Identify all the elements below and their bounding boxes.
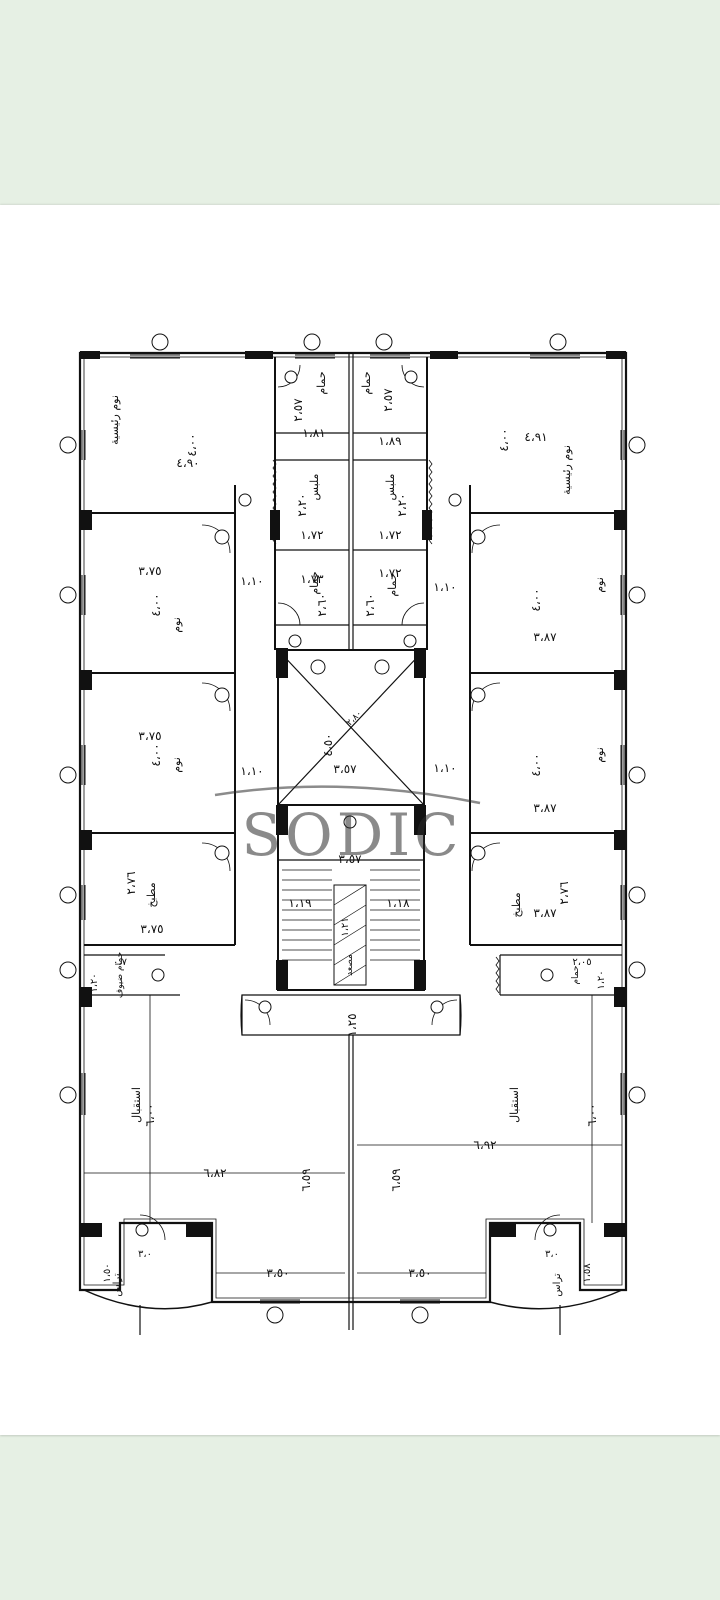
dim-label: ١،١٠ [433, 761, 456, 775]
dim-label: ١،٧٣ [300, 572, 324, 586]
watermark-swoosh [214, 785, 481, 805]
dim-label: ٦،٠٠ [143, 1103, 157, 1126]
dim-label: ٢،٦٠ [315, 593, 329, 616]
dim-label: ١،٧٢ [378, 566, 401, 580]
dim-label: ٢،٦٠ [363, 593, 377, 616]
dim-label: ١،١٨ [386, 896, 410, 910]
room-elevator: مصعد [345, 954, 355, 976]
dim-label: ٤،٩٠ [176, 456, 199, 470]
dim-label: ٤،٠٠ [185, 433, 199, 456]
dim-label: ٦،٥٩ [389, 1168, 403, 1191]
room-guest-bath-left: حمام ضيوف [115, 952, 125, 998]
dim-label: ٢،٢٠ [295, 493, 309, 516]
dim-label: ١،١٩ [288, 896, 311, 910]
floor-plan-drawing: نوم رئيسية نوم رئيسية حمام حمام ملبس ملب… [59, 333, 646, 1335]
dim-label: ٢،٨٠ [345, 709, 364, 728]
room-bath-top-right: حمام [360, 371, 373, 394]
dim-label: ٠،٧ [113, 957, 128, 968]
dim-label: ١،١٠ [240, 764, 263, 778]
room-kitchen-right: مطبخ [510, 892, 523, 917]
floor-plan-sheet: نوم رئيسية نوم رئيسية حمام حمام ملبس ملب… [0, 205, 720, 1435]
dim-label: ٢،٥٧ [291, 398, 305, 422]
dim-label: ٦،٨٢ [203, 1166, 226, 1180]
room-bath-mid-left: حمام [308, 571, 321, 594]
dim-label: ١،٥٨ [582, 1263, 593, 1283]
dim-label: ٣،٨٧ [533, 906, 557, 920]
room-dress-right: ملبس [384, 473, 397, 500]
dim-label: ٢،٧٦ [557, 881, 571, 904]
room-bed3-right: نوم [593, 747, 606, 763]
dim-label: ١،٢١ [340, 917, 351, 936]
room-bed2-left: نوم [170, 617, 183, 633]
dim-label: ٤،٠٠ [497, 428, 511, 451]
room-bed2-right: نوم [593, 577, 606, 593]
room-reception-right: استقبال [508, 1087, 521, 1123]
room-bed3-left: نوم [170, 757, 183, 773]
dim-label: ٣،٨٧ [533, 801, 557, 815]
dim-label: ١،٢٥ [345, 1013, 359, 1036]
dim-label: ١،١٠ [240, 574, 263, 588]
dim-label: ٣،٧٥ [138, 729, 161, 743]
room-terrace-left: تراس [112, 1273, 123, 1297]
dim-label: ٣،٠ [545, 1249, 559, 1260]
room-bath-top-left: حمام [315, 371, 328, 394]
dim-label: ٣،٥٧ [338, 852, 362, 866]
dim-label: ٣،٥٠ [266, 1266, 289, 1280]
room-guest-bath-right: حمام [571, 965, 581, 984]
room-terrace-right: تراس [552, 1273, 563, 1297]
dim-label: ١،٨٩ [378, 434, 401, 448]
room-kitchen-left: مطبخ [145, 882, 158, 907]
dim-label: ٦،٩٢ [473, 1138, 496, 1152]
watermark-brand: SODIC [241, 801, 462, 869]
dim-label: ٤،٠٠ [529, 588, 543, 611]
dim-label: ٣،٥٧ [333, 762, 357, 776]
dim-label: ١،٨١ [302, 426, 325, 440]
dim-label: ٢،٧٦ [124, 871, 138, 894]
room-reception-left: استقبال [130, 1087, 143, 1123]
dim-label: ١،٢٠ [89, 973, 100, 992]
room-master-bed-left: نوم رئيسية [108, 395, 121, 445]
dim-label: ٣،٥٠ [408, 1266, 431, 1280]
dim-label: ٢،٠٥ [572, 957, 591, 968]
dim-label: ٦،٥٩ [299, 1168, 313, 1191]
dim-label: ٢،٥٧ [381, 388, 395, 412]
dim-label: ٤،٠٠ [529, 753, 543, 776]
dim-label: ٣،٧٥ [138, 564, 161, 578]
room-dress-left: ملبس [308, 473, 321, 500]
dim-label: ٣،٠ [138, 1249, 152, 1260]
dim-label: ٤،٥٠ [321, 733, 335, 756]
dim-label: ٤،٠٠ [149, 743, 163, 766]
dim-label: ١،٧٢ [378, 528, 401, 542]
dim-label: ٣،٧٥ [140, 922, 163, 936]
room-bath-mid-right: حمام [386, 573, 399, 596]
dim-label: ٤،٠٠ [149, 593, 163, 616]
dim-label: ٣،٨٧ [533, 630, 557, 644]
dim-label: ٦،٠٠ [585, 1103, 599, 1126]
dim-label: ٤،٩١ [524, 430, 547, 444]
dim-label: ١،١٠ [433, 580, 456, 594]
dim-label: ١،٢٠ [596, 970, 607, 989]
room-master-bed-right: نوم رئيسية [560, 445, 573, 495]
dim-label: ١،٧٢ [300, 528, 323, 542]
dim-label: ١،٥٠ [102, 1263, 113, 1282]
dim-label: ٢،٢٠ [395, 493, 409, 516]
